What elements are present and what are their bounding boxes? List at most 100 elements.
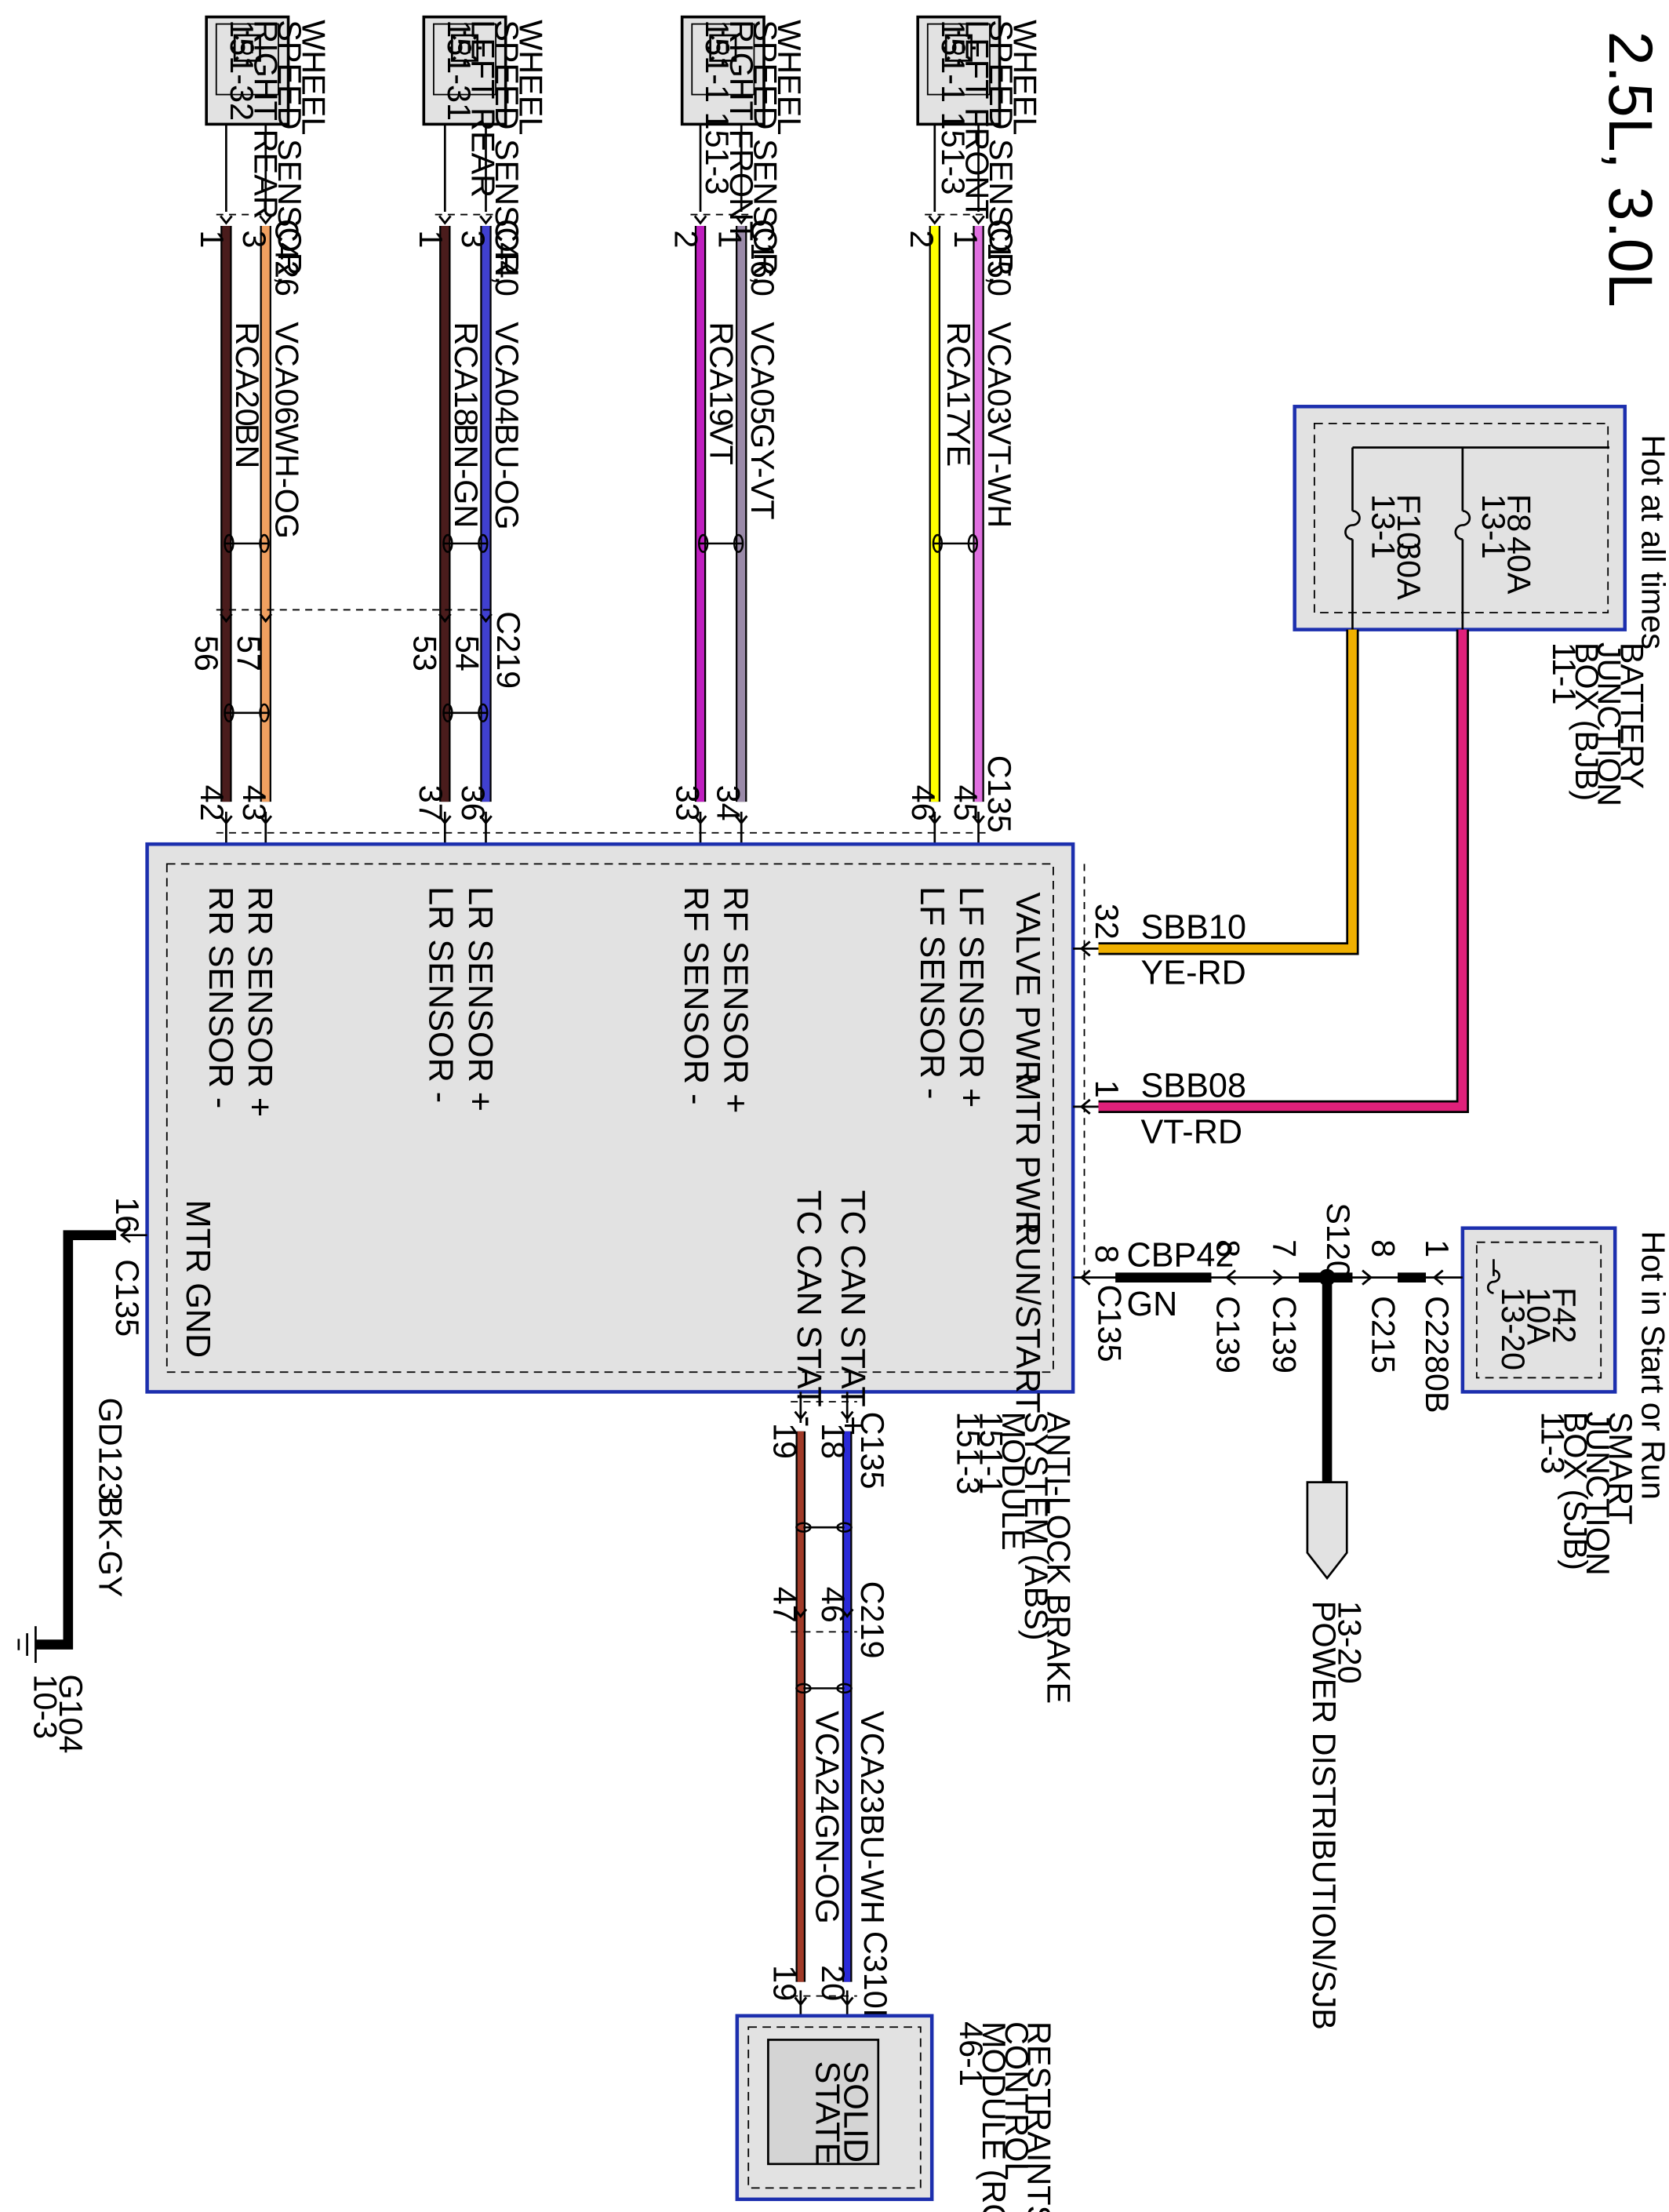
vca04-id: VCA04 [489, 322, 525, 424]
sensor-wires [220, 124, 984, 845]
run-start-wire [1073, 1268, 1463, 1581]
sjb-name-3: BOX (SJB) [1557, 1412, 1593, 1570]
bjb-name-1: BATTERY [1613, 642, 1649, 789]
abs-input-rr-plus: RR SENSOR + [241, 886, 278, 1117]
c160-label: C160 [744, 219, 780, 297]
run-start-chevrons [1079, 1269, 1444, 1286]
power-distribution-arrow-icon [1306, 1481, 1348, 1581]
abs-name-2: SYSTEM (ABS) [1018, 1412, 1054, 1641]
c440-label: C440 [489, 219, 525, 297]
rcm-module: SOLID STATE [735, 2014, 934, 2202]
splice-s120-label: S120 [1320, 1202, 1356, 1279]
c440-pin-1: 1 [413, 230, 449, 248]
svg-text:BATTERYJUNCTIONBOX (BJB)11-1: BATTERYJUNCTIONBOX (BJB)11-1 [1546, 642, 1649, 806]
sensor-lr-name-3: LEFT REAR [464, 20, 500, 198]
power-feed-wires [1073, 629, 1469, 1113]
ground-pin: 16 [109, 1197, 145, 1233]
vca05-color: GY-VT [744, 424, 780, 520]
fuse-f10-rating: 30A [1391, 542, 1427, 600]
abs-pin-mtr-pwr: MTR PWR [1009, 1073, 1046, 1235]
twisted-pair-markers [224, 533, 979, 722]
c219-pin-57: 57 [231, 635, 267, 671]
cbp42-color: GN [1127, 1286, 1178, 1323]
sensor-rr-label: WHEELSPEED SENSOR,RIGHT REAR151-32 [224, 20, 332, 285]
sbb08-id: SBB08 [1141, 1067, 1246, 1104]
sensor-rr-refs: 151-32 [224, 20, 260, 121]
c440-pin-3: 3 [455, 230, 491, 248]
c2280b-pin: 1 [1419, 1239, 1455, 1257]
vca03-id: VCA03 [981, 322, 1017, 424]
sensor-rf-refs: 151-1 151-3 [699, 20, 735, 195]
sensor-lr-label: WHEELSPEED SENSOR,LEFT REAR151-31 [441, 20, 549, 285]
svg-text:WHEELSPEED SENSOR,LEFT FRONT15: WHEELSPEED SENSOR,LEFT FRONT151-1 151-3 [935, 20, 1043, 285]
sensor-rr-name-3: RIGHT REAR [247, 20, 283, 219]
rcm-name-1: RESTRAINTS [1021, 2021, 1057, 2212]
vca23-color: BU-WH [854, 1814, 890, 1924]
ground-ref: 10-3 [27, 1674, 64, 1739]
vca03-color: VT-WH [981, 424, 1017, 528]
svg-text:WHEELSPEED SENSOR,RIGHT REAR15: WHEELSPEED SENSOR,RIGHT REAR151-32 [224, 20, 332, 285]
abs-pin-run-start: RUN/START [1009, 1222, 1046, 1413]
svg-text:WHEELSPEED SENSOR,LEFT REAR151: WHEELSPEED SENSOR,LEFT REAR151-31 [441, 20, 549, 285]
c135-pin-33: 33 [669, 785, 705, 821]
bjb-name-4: 11-1 [1546, 642, 1582, 705]
cbp42-id: CBP42 [1127, 1236, 1234, 1274]
gd123-color: BK-GY [92, 1497, 128, 1598]
rcm-name-label: RESTRAINTSCONTROLMODULE (RCM)46-1 [953, 2021, 1056, 2212]
c219-rear-label: C219 [490, 611, 526, 689]
vca24-color: GN-OG [809, 1814, 845, 1924]
abs-input-rr-minus: RR SENSOR - [202, 886, 239, 1108]
c135-pin-36: 36 [455, 785, 491, 821]
c139a-label: C139 [1210, 1296, 1246, 1373]
c139b-label: C139 [1267, 1296, 1303, 1373]
vca06-color: WH-OG [268, 424, 304, 539]
rca20-color: BN [229, 424, 265, 468]
abs-name-4: 151-1 [973, 1412, 1009, 1495]
sensor-lf-refs: 151-1 151-3 [935, 20, 971, 195]
abs-gnd: MTR GND [179, 1200, 216, 1359]
abs-can-plus: TC CAN STAT + [834, 1190, 871, 1435]
connector-dashes [216, 213, 989, 834]
can-c135-label: C135 [854, 1412, 890, 1490]
svg-text:WHEELSPEED SENSOR,RIGHT FRONT1: WHEELSPEED SENSOR,RIGHT FRONT151-1 151-3 [699, 20, 807, 285]
diagram-title: 2.5L, 3.0L [1596, 31, 1666, 307]
c219-pin-54: 54 [449, 635, 485, 671]
sensor-lf-name-3: LEFT FRONT [958, 20, 994, 219]
svg-text:RESTRAINTSCONTROLMODULE (RCM)4: RESTRAINTSCONTROLMODULE (RCM)46-1 [953, 2021, 1056, 2212]
c160-pin-2: 2 [668, 230, 704, 248]
sensor-connector-labels: C150 2 1 C160 2 1 C440 1 3 C426 1 3 [194, 219, 1017, 297]
c219-rear-labels: C219 57 56 54 53 [188, 611, 526, 689]
c2280b-label: C2280B [1419, 1296, 1455, 1413]
run-start-connector: C135 [1092, 1285, 1128, 1362]
sensor-connector-chevrons [219, 214, 986, 824]
can-c219-pin-46: 46 [815, 1587, 851, 1623]
fuse-f8-id: F8 [1500, 494, 1536, 532]
fuse-f8-icon [1454, 510, 1471, 540]
power-feed-chevrons [1079, 940, 1091, 1115]
fuse-f8-ref: 13-1 [1475, 494, 1511, 559]
c160-pin-1: 1 [711, 230, 747, 248]
vca24-id: VCA24 [809, 1711, 845, 1814]
rcm-name-4: 46-1 [953, 2021, 989, 2086]
bjb-name-3: BOX (BJB) [1569, 642, 1605, 801]
sjb-box: F42 10A 13-20 [1460, 1226, 1617, 1394]
fuse-f10-icon [1344, 510, 1361, 540]
abs-name-label: ANTI-LOCK BRAKESYSTEM (ABS)MODULE151-115… [951, 1412, 1077, 1704]
sensor-rr-box [205, 15, 290, 126]
valve-pwr-pin: 32 [1089, 904, 1125, 940]
rca20-id: RCA20 [229, 322, 265, 426]
c310b-pin-20: 20 [815, 1965, 851, 2001]
c150-pin-2: 2 [904, 230, 940, 248]
sensor-lf-label: WHEELSPEED SENSOR,LEFT FRONT151-1 151-3 [935, 20, 1043, 285]
power-dist-name: POWER DISTRIBUTION/SJB [1306, 1601, 1342, 2030]
abs-input-lr-plus: LR SENSOR + [461, 886, 499, 1111]
sensor-rf-box [680, 15, 765, 126]
sensor-circuit-labels: VCA03 VT-WH RCA17 YE VCA05 GY-VT RCA19 V… [229, 322, 1017, 539]
fuse-f42-id: F42 [1546, 1287, 1582, 1343]
c215-label: C215 [1365, 1296, 1402, 1373]
vca23-id: VCA23 [854, 1711, 890, 1814]
rcm-name-2: CONTROL [998, 2021, 1034, 2180]
rca17-id: RCA17 [940, 322, 976, 426]
fuse-f42-ref: 13-20 [1495, 1287, 1531, 1370]
bjb-box: F8 40A 13-1 F10 30A 13-1 [1293, 405, 1627, 631]
